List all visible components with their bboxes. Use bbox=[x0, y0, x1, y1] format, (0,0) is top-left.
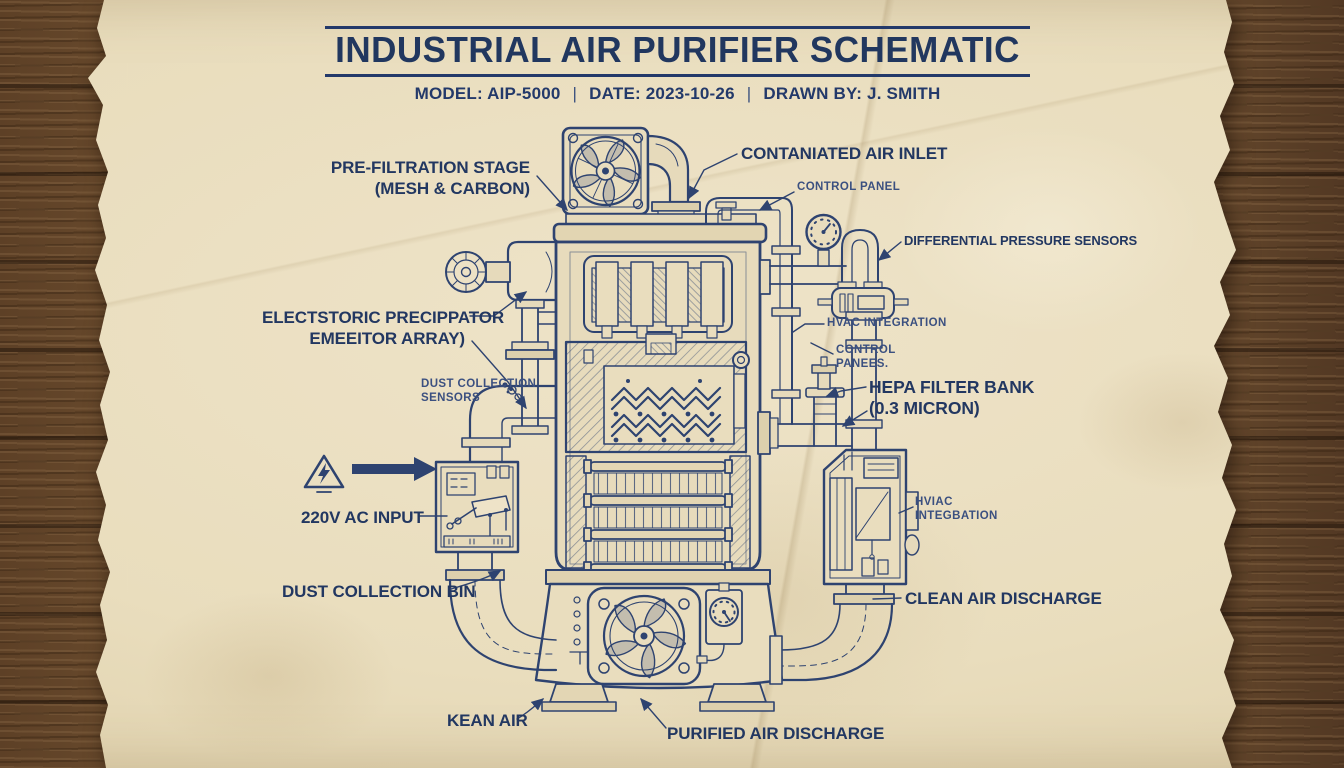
title-block: INDUSTRIAL AIR PURIFIER SCHEMATIC MODEL:… bbox=[325, 26, 1030, 104]
precipitator-section bbox=[564, 333, 750, 454]
separator: | bbox=[746, 84, 752, 103]
label-clean-air-discharge: CLEAN AIR DISCHARGE bbox=[905, 589, 1102, 608]
dust-particles-icon bbox=[502, 382, 513, 394]
warning-icon bbox=[303, 454, 345, 493]
top-fan bbox=[561, 126, 650, 223]
clean-air-elbow bbox=[769, 583, 895, 685]
u-loop-pipe bbox=[837, 229, 883, 289]
control-panel-pipe bbox=[705, 197, 801, 425]
separator: | bbox=[572, 84, 578, 103]
left-knob-assembly bbox=[445, 240, 558, 302]
label-dust-collection-sensors: DUST COLLECTION SENSORS bbox=[421, 378, 537, 404]
label-control-panees: CONTROL PANEES. bbox=[836, 344, 896, 370]
label-differential-pressure-sensors: DIFFERENTIAL PRESSURE SENSORS bbox=[904, 233, 1138, 248]
label-control-panel: CONTROL PANEL bbox=[797, 181, 901, 193]
leader-lines bbox=[419, 153, 914, 729]
bottom-fan bbox=[586, 586, 702, 686]
label-contaminated-air-inlet: CONTANIATED AIR INLET bbox=[741, 144, 948, 163]
hepa-valve-pipe bbox=[757, 356, 853, 455]
date-text: DATE: 2023-10-26 bbox=[589, 84, 735, 103]
pressure-gauge-assembly bbox=[759, 213, 847, 295]
inlet-elbow-pipe bbox=[646, 134, 701, 219]
bottom-gauge bbox=[696, 582, 743, 664]
title-rule-bottom bbox=[325, 74, 1030, 77]
dust-bin-elbow bbox=[445, 551, 558, 672]
label-hvac-integration: HVAC INTEGRATION bbox=[827, 317, 947, 329]
power-arrow bbox=[352, 457, 437, 481]
label-pre-filtration-stage: PRE-FILTRATION STAGE (MESH & CARBON) bbox=[330, 158, 530, 198]
label-dust-collection-bin: DUST COLLECTION BIN bbox=[282, 582, 476, 601]
label-purified-air-discharge: PURIFIED AIR DISCHARGE bbox=[667, 724, 885, 743]
electrical-box bbox=[434, 460, 520, 554]
label-220v-ac-input: 220V AC INPUT bbox=[301, 508, 424, 527]
hepa-section bbox=[565, 455, 751, 576]
page-title: INDUSTRIAL AIR PURIFIER SCHEMATIC bbox=[335, 30, 1020, 71]
label-kean-air: KEAN AIR bbox=[447, 711, 528, 730]
hvac-box bbox=[822, 448, 920, 586]
vessel-lid bbox=[552, 201, 768, 244]
model-text: MODEL: AIP-5000 bbox=[414, 84, 561, 103]
drawn-by-text: DRAWN BY: J. SMITH bbox=[763, 84, 941, 103]
label-hviac-integbation: HVIAC INTEGBATION bbox=[915, 496, 998, 522]
label-electrostatic-precipitator: ELECTSTORIC PRECIPPATOR EMEEITOR ARRAY) bbox=[262, 308, 505, 348]
title-subtitle: MODEL: AIP-5000 | DATE: 2023-10-26 | DRAWN B… bbox=[325, 84, 1030, 104]
label-hepa-filter-bank: HEPA FILTER BANK (0.3 MICRON) bbox=[869, 377, 1035, 418]
dust-sensor-pipe bbox=[505, 299, 557, 435]
title-rule-top bbox=[325, 26, 1030, 29]
prefilter-section bbox=[583, 255, 733, 339]
dp-sensor-box bbox=[817, 287, 909, 319]
right-riser-pipe bbox=[845, 311, 883, 453]
